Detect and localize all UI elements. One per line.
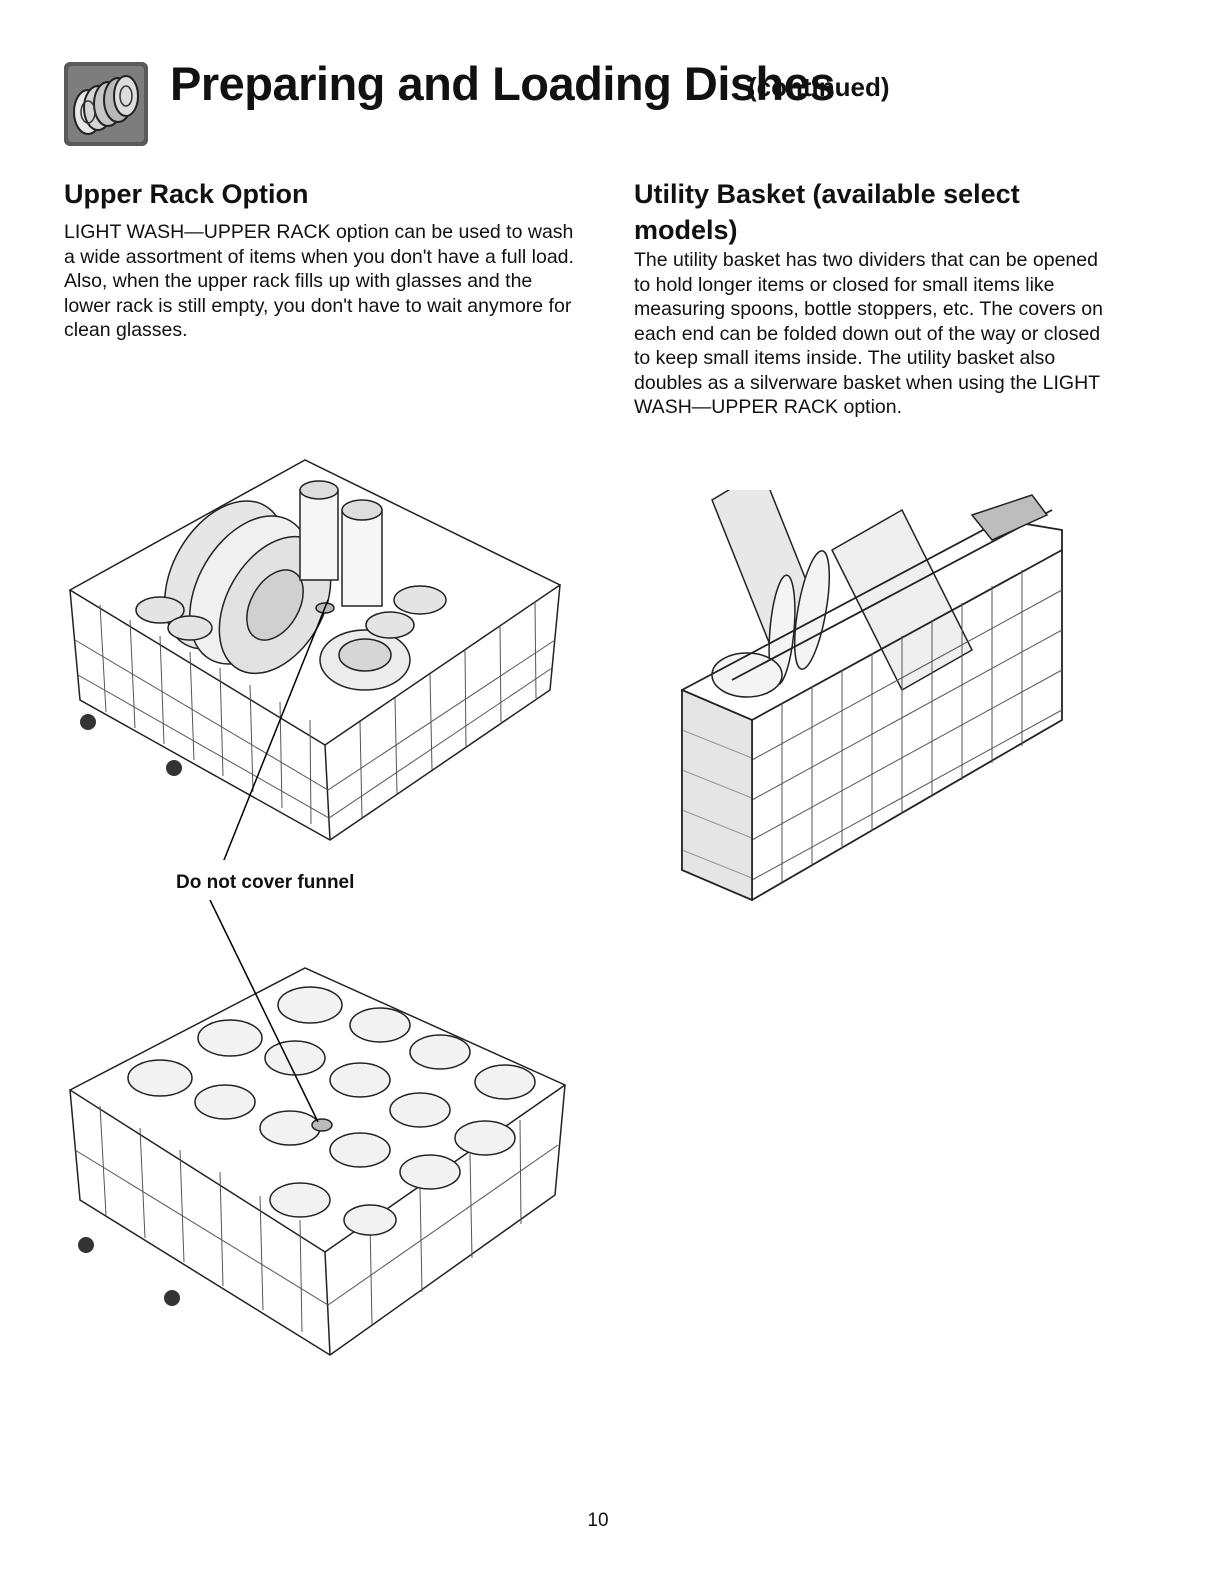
utility-basket-text: The utility basket has two dividers that… <box>634 249 1103 418</box>
upper-rack-dishes-illustration <box>68 459 562 860</box>
utility-basket-illustration <box>681 490 1063 902</box>
page-number: 10 <box>587 1510 609 1531</box>
page-title-suffix: (continued) <box>748 72 890 102</box>
funnel-callout-label: Do not cover funnel <box>176 872 355 893</box>
upper-rack-option-heading: Upper Rack Option <box>64 179 309 209</box>
page-title: Preparing and Loading Dishes <box>170 57 836 110</box>
stacked-dishes-icon <box>64 62 148 146</box>
utility-basket-heading: Utility Basket (available select models) <box>634 179 1020 245</box>
upper-rack-option-text: LIGHT WASH—UPPER RACK option can be used… <box>64 221 574 341</box>
upper-rack-glasses-illustration <box>68 900 567 1356</box>
